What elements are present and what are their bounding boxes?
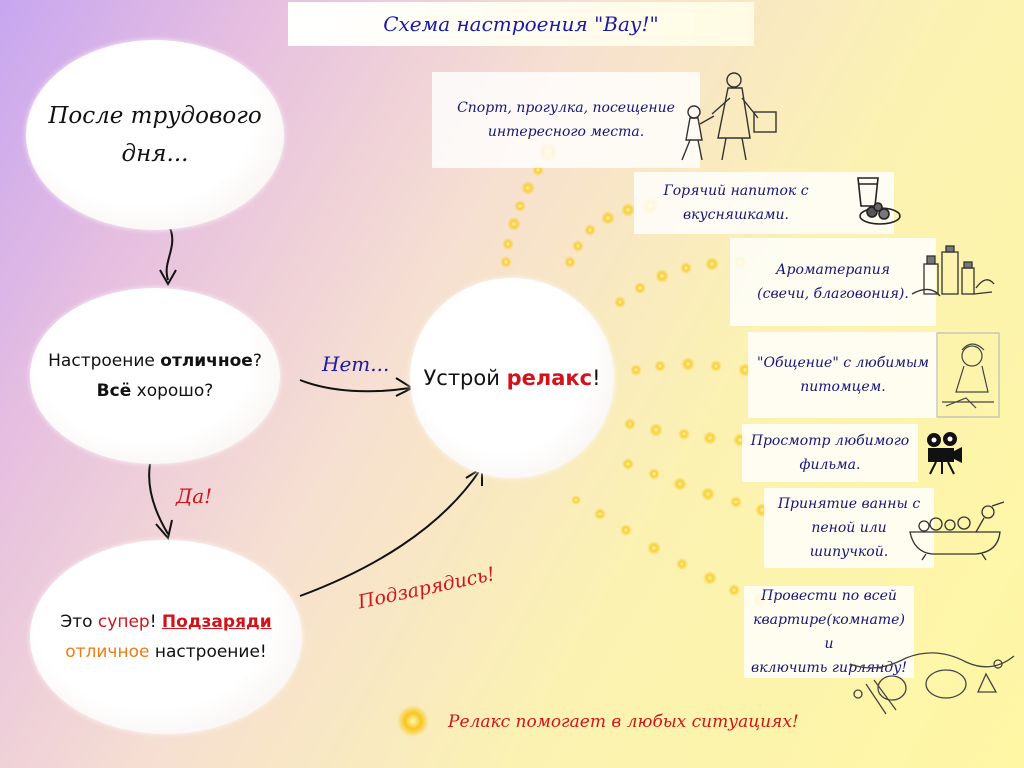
diagram-title: Схема настроения "Вау!" <box>288 2 754 46</box>
arrow-after-work-to-mood <box>165 227 174 281</box>
film-camera-icon <box>927 432 962 475</box>
garland-icon <box>849 652 1015 715</box>
glow-spark-icon <box>397 705 429 737</box>
after-work-line1: После трудового <box>48 103 262 129</box>
relax-word: релакс <box>506 366 593 390</box>
tea-cookies-icon <box>857 177 901 225</box>
node-mood-question: Настроение отличное? Всё хорошо? <box>30 288 280 464</box>
recharge-word: Подзаряди <box>161 612 272 632</box>
arrow-super-to-relax <box>299 469 481 597</box>
activity-aroma: Ароматерапия(свечи, благовония). <box>730 238 936 326</box>
super-word: супер <box>97 612 150 632</box>
mood-excellent: отличное <box>160 351 253 371</box>
excellent-word: отличное <box>65 642 150 662</box>
edge-label-no: Нет... <box>322 352 390 376</box>
arrow-mood-to-relax <box>299 379 411 393</box>
pet-girl-icon <box>936 332 1000 418</box>
arrow-mood-to-super <box>148 463 169 535</box>
bath-icon <box>909 501 1005 561</box>
edge-label-yes: Да! <box>176 484 213 508</box>
mood-all: Всё <box>96 381 132 401</box>
footer-note: Релакс помогает в любых ситуациях! <box>448 712 799 732</box>
aroma-bottles-icon <box>911 245 995 297</box>
after-work-line2: дня... <box>121 141 189 167</box>
node-relax: Устрой релакс! <box>410 278 614 478</box>
node-after-work: После трудового дня... <box>26 40 284 230</box>
glow-trails <box>500 142 769 607</box>
node-super: Это супер! Подзаряди отличное настроение… <box>30 540 302 734</box>
walking-family-icon <box>681 72 777 161</box>
